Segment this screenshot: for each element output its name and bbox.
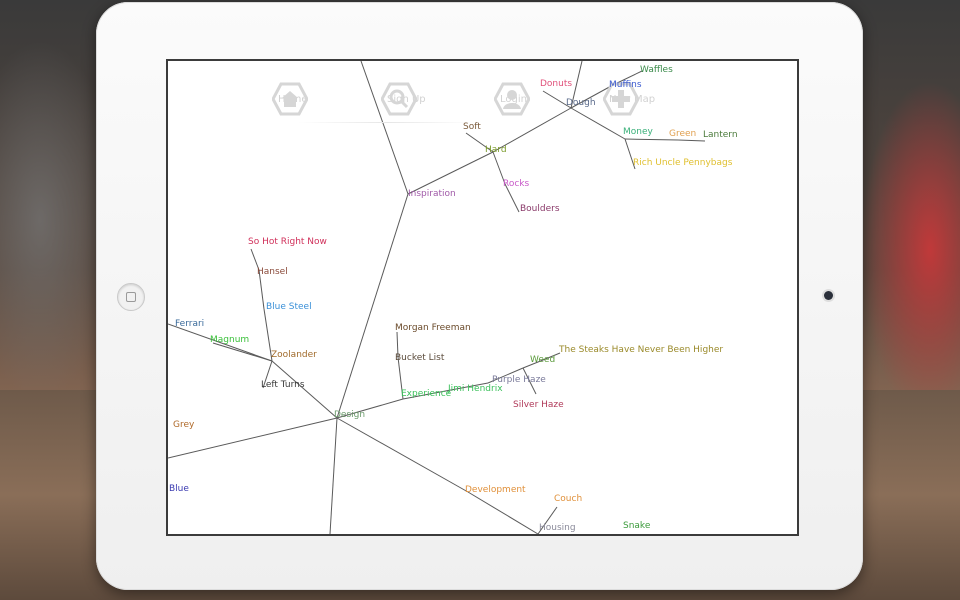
map-node-magnum[interactable]: Magnum [210, 335, 250, 345]
map-node-couch[interactable]: Couch [554, 494, 583, 504]
map-link [329, 417, 338, 534]
map-node-lantern[interactable]: Lantern [703, 130, 738, 140]
map-link [570, 61, 583, 109]
nav-login[interactable]: Login [494, 81, 530, 117]
map-node-muffins[interactable]: Muffins [609, 80, 642, 90]
map-link [624, 138, 636, 170]
nav-sign-up[interactable]: Sign Up [381, 81, 426, 117]
map-node-soft[interactable]: Soft [463, 122, 481, 132]
map-node-inspiration[interactable]: Inspiration [408, 189, 456, 199]
nav-divider [298, 122, 476, 123]
map-link [407, 151, 494, 195]
map-link [570, 84, 614, 109]
map-link [212, 342, 273, 362]
map-link [542, 352, 561, 361]
map-link [492, 151, 506, 185]
map-link [397, 356, 404, 400]
map-node-ferrari[interactable]: Ferrari [175, 319, 205, 329]
map-link [504, 183, 520, 213]
map-node-steaks[interactable]: The Steaks Have Never Been Higher [559, 345, 724, 355]
map-link [262, 360, 273, 389]
map-link [537, 506, 558, 534]
map-node-hard[interactable]: Hard [485, 145, 507, 155]
map-node-weed[interactable]: Weed [530, 355, 556, 365]
map-link [402, 382, 489, 400]
nav-home[interactable]: Home [272, 81, 308, 117]
map-links [168, 61, 706, 534]
map-link [396, 331, 399, 358]
map-link [465, 132, 494, 153]
map-link [336, 398, 404, 419]
map-node-dough[interactable]: Dough [566, 98, 596, 108]
map-link [542, 90, 572, 109]
map-node-purple-haze[interactable]: Purple Haze [492, 375, 546, 385]
map-node-blue-steel[interactable]: Blue Steel [266, 302, 312, 312]
map-node-design[interactable]: Design [334, 410, 366, 420]
map-link [522, 359, 544, 369]
map-link [487, 367, 524, 384]
map-node-bucket-list[interactable]: Bucket List [395, 353, 445, 363]
map-link [522, 367, 537, 395]
map-link [677, 139, 706, 142]
map-node-snake[interactable]: Snake [623, 521, 651, 531]
sign-up-icon [381, 82, 417, 116]
map-node-experience[interactable]: Experience [401, 389, 452, 399]
plus-icon [603, 82, 639, 116]
map-node-rich-uncle[interactable]: Rich Uncle Pennybags [633, 158, 733, 168]
map-node-donuts[interactable]: Donuts [540, 79, 573, 89]
map-link [258, 269, 265, 310]
map-node-silver-haze[interactable]: Silver Haze [513, 400, 564, 410]
map-link [250, 248, 260, 271]
map-node-rocks[interactable]: Rocks [503, 179, 530, 189]
map-link [168, 417, 338, 459]
user-icon [494, 82, 530, 116]
map-link [271, 360, 338, 419]
map-node-boulders[interactable]: Boulders [520, 204, 560, 214]
map-link [360, 61, 409, 195]
map-node-green[interactable]: Green [669, 129, 697, 139]
map-link [492, 107, 572, 153]
nav-new-map-label: New Map [609, 93, 656, 105]
map-node-blue[interactable]: Blue [169, 484, 189, 494]
map-link [467, 491, 539, 534]
nav-new-map[interactable]: New Map [603, 81, 655, 117]
map-node-jimi-hendrix[interactable]: Jimi Hendrix [448, 384, 503, 394]
tablet-home-button[interactable] [117, 283, 145, 311]
map-node-money[interactable]: Money [623, 127, 653, 137]
map-link [624, 138, 679, 141]
map-node-left-turns[interactable]: Left Turns [261, 380, 305, 390]
map-node-zoolander[interactable]: Zoolander [271, 350, 317, 360]
mind-map-canvas[interactable]: Home Sign Up Login New Map Inspiration D… [168, 61, 797, 534]
map-link [336, 417, 469, 493]
tablet-camera [824, 291, 833, 300]
map-node-waffles[interactable]: Waffles [640, 65, 673, 75]
background-blur [860, 80, 960, 420]
map-node-hansel[interactable]: Hansel [257, 267, 288, 277]
map-node-grey[interactable]: Grey [173, 420, 195, 430]
map-node-so-hot[interactable]: So Hot Right Now [248, 237, 327, 247]
map-node-morgan-freeman[interactable]: Morgan Freeman [395, 323, 471, 333]
map-link [570, 107, 626, 140]
map-link [336, 193, 409, 419]
map-link [168, 323, 273, 362]
home-icon [272, 82, 308, 116]
map-link [263, 308, 273, 362]
map-node-development[interactable]: Development [465, 485, 526, 495]
map-node-housing[interactable]: Housing [539, 523, 576, 533]
nav-sign-up-label: Sign Up [387, 93, 426, 105]
